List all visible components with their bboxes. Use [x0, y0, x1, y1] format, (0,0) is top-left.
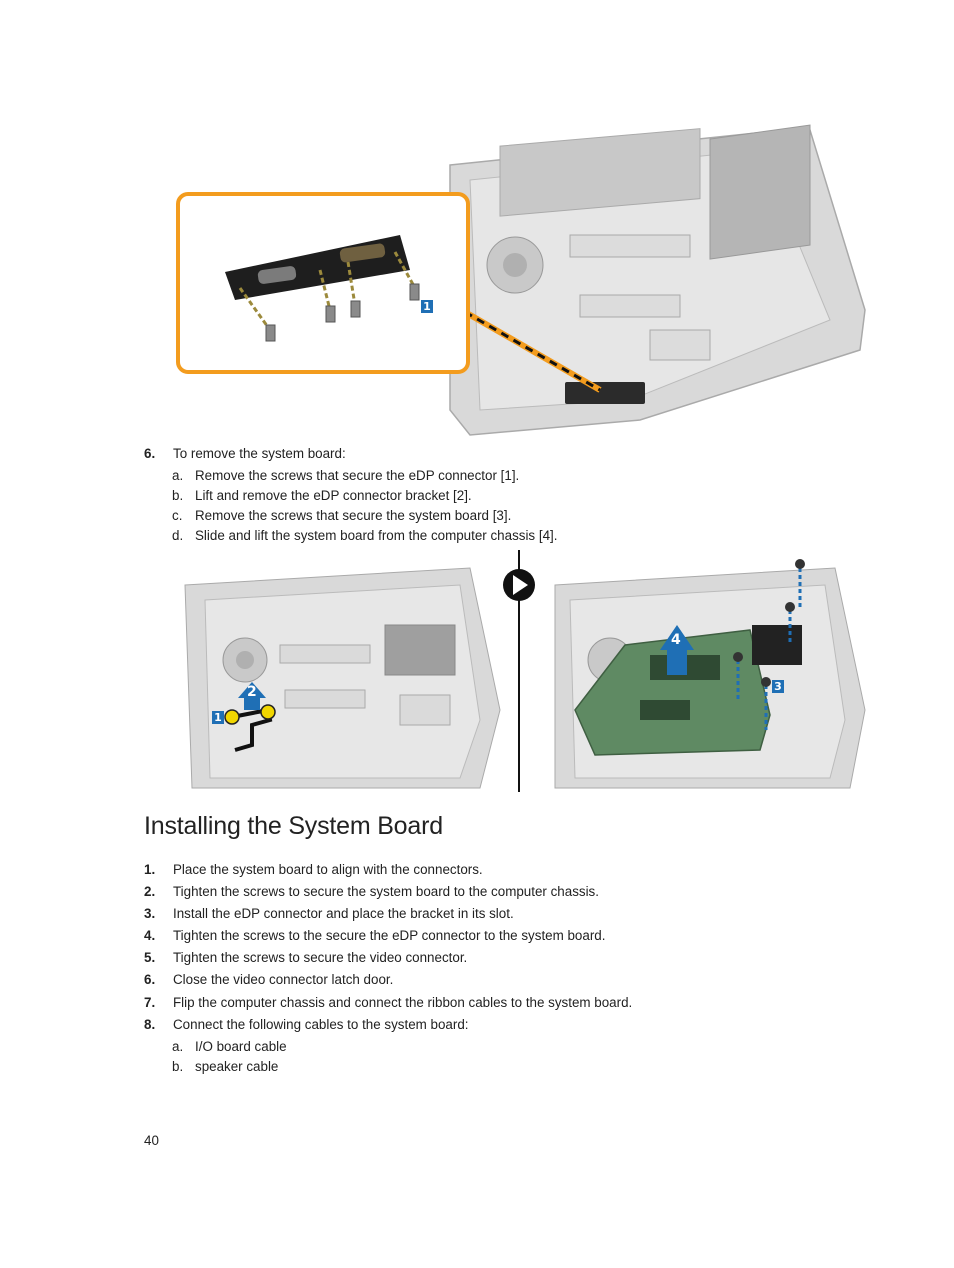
figure-remove-system-board: 1 2 3 4 [170, 550, 870, 792]
step-text: Flip the computer chassis and connect th… [173, 995, 633, 1010]
substep-text: Remove the screws that secure the system… [195, 508, 512, 523]
callout-2: 2 [247, 684, 257, 700]
page-number: 40 [144, 1133, 159, 1148]
substep-label: a. [172, 1039, 184, 1054]
substep-text: I/O board cable [195, 1039, 287, 1054]
substep-text: Lift and remove the eDP connector bracke… [195, 488, 472, 503]
callout-3: 3 [772, 680, 784, 693]
step-text: Tighten the screws to secure the system … [173, 884, 599, 899]
substep-label: c. [172, 508, 183, 523]
substep-label: a. [172, 468, 184, 483]
substep-label: b. [172, 488, 184, 503]
substep-text: Remove the screws that secure the eDP co… [195, 468, 520, 483]
step-number: 4. [144, 928, 156, 943]
callout-1: 1 [421, 300, 433, 313]
substep-text: speaker cable [195, 1059, 279, 1074]
step-text: Place the system board to align with the… [173, 862, 483, 877]
substep-label: b. [172, 1059, 184, 1074]
step-text: Close the video connector latch door. [173, 972, 394, 987]
callout-4: 4 [671, 632, 681, 648]
step-number: 1. [144, 862, 156, 877]
substep-label: d. [172, 528, 184, 543]
callout-1: 1 [212, 711, 224, 724]
step-text: Tighten the screws to the secure the eDP… [173, 928, 606, 943]
system-board-illustration [184, 550, 866, 792]
step-text: Connect the following cables to the syst… [173, 1017, 469, 1032]
step-number: 8. [144, 1017, 156, 1032]
step-text: Tighten the screws to secure the video c… [173, 950, 468, 965]
step-number: 5. [144, 950, 156, 965]
step-number: 3. [144, 906, 156, 921]
step-number: 6. [144, 972, 156, 987]
step-number: 2. [144, 884, 156, 899]
step-number: 6. [144, 446, 156, 461]
step-text: To remove the system board: [173, 446, 346, 461]
chassis-illustration [176, 124, 866, 436]
section-heading: Installing the System Board [144, 812, 443, 840]
step-text: Install the eDP connector and place the … [173, 906, 514, 921]
step-number: 7. [144, 995, 156, 1010]
substep-text: Slide and lift the system board from the… [195, 528, 558, 543]
figure-remove-video-connector: 1 [170, 120, 870, 438]
